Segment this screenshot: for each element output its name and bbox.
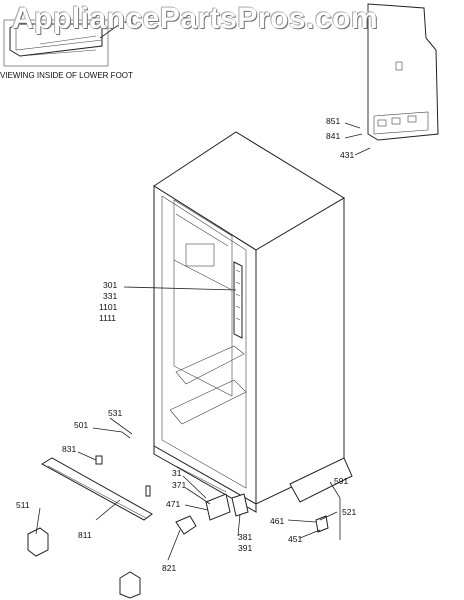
callout-531: 531 [108,408,122,418]
callout-471: 471 [166,499,180,509]
lower-foot-inset [3,19,109,67]
callout-521: 521 [342,507,356,517]
callout-331: 331 [103,291,117,301]
callout-501: 501 [74,420,88,430]
callout-541: 541 [120,16,134,26]
callout-labels: 541 851 841 431 301 331 1101 1111 501 53… [16,16,356,573]
callout-301: 301 [103,280,117,290]
callout-461: 461 [270,516,284,526]
callout-591: 591 [334,476,348,486]
leader-lines [35,23,371,561]
callout-381: 381 [238,532,252,542]
lower-parts [27,455,353,599]
callout-511: 511 [16,500,30,510]
callout-1111: 1111 [99,313,116,323]
kickplate-grille [40,457,153,521]
rear-cabinet-view [367,3,439,141]
callout-851: 851 [326,116,340,126]
callout-821: 821 [162,563,176,573]
refrigerator-cabinet [153,131,345,513]
callout-831: 831 [62,444,76,454]
callout-1101: 1101 [99,302,118,312]
callout-391: 391 [238,543,252,553]
inset-caption: VIEWING INSIDE OF LOWER FOOT [0,71,133,80]
callout-31: 31 [172,468,182,478]
callout-371: 371 [172,480,186,490]
callout-841: 841 [326,131,340,141]
callout-451: 451 [288,534,302,544]
callout-811: 811 [78,530,92,540]
watermark: AppliancePartsPros.com [12,2,379,35]
callout-431: 431 [340,150,354,160]
